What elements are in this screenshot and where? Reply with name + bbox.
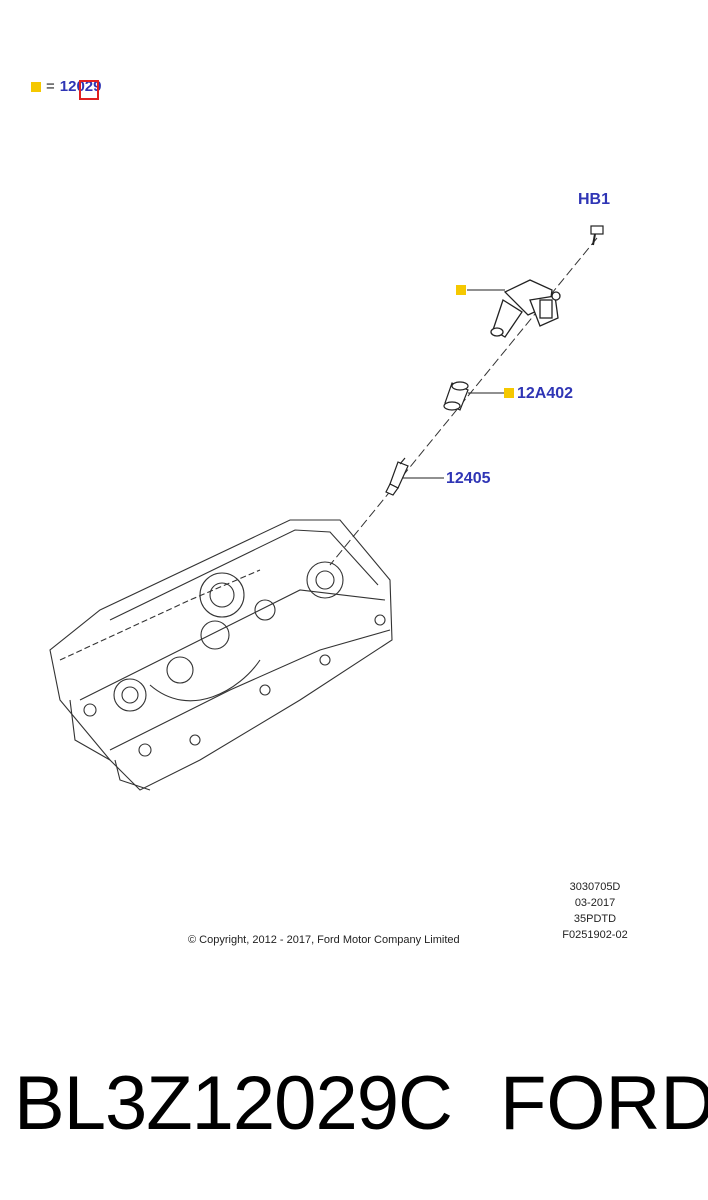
callout-12a402[interactable]: 12A402 — [517, 385, 574, 402]
bolt-hb1-shape — [590, 225, 604, 246]
callout-12405[interactable]: 12405 — [446, 470, 491, 487]
yellow-marker-12a402-icon — [504, 388, 514, 398]
callout-hb1[interactable]: HB1 — [578, 191, 611, 208]
meta-line-3: 35PDTD — [573, 913, 617, 925]
spark-plug-shape — [385, 457, 409, 496]
meta-line-4: F0251902-02 — [562, 929, 628, 941]
highlight-box — [79, 80, 99, 100]
footer-brand: FORD — [500, 1061, 708, 1146]
footer-part-number: BL3Z12029C — [14, 1061, 453, 1146]
valve-cover-shape — [49, 519, 393, 791]
legend-equals: = — [46, 78, 55, 95]
legend: = 12029 — [31, 78, 101, 100]
ignition-coil-shape — [490, 279, 561, 338]
parts-diagram — [49, 225, 604, 791]
copyright-text: © Copyright, 2012 - 2017, Ford Motor Com… — [188, 934, 460, 946]
coil-boot-shape — [443, 381, 469, 411]
drawing-meta: 3030705D 03-2017 35PDTD F0251902-02 — [540, 879, 650, 943]
yellow-marker-icon — [31, 81, 41, 92]
meta-line-2: 03-2017 — [574, 897, 616, 909]
meta-line-1: 3030705D — [569, 881, 621, 893]
yellow-marker-coil-icon — [456, 285, 466, 295]
